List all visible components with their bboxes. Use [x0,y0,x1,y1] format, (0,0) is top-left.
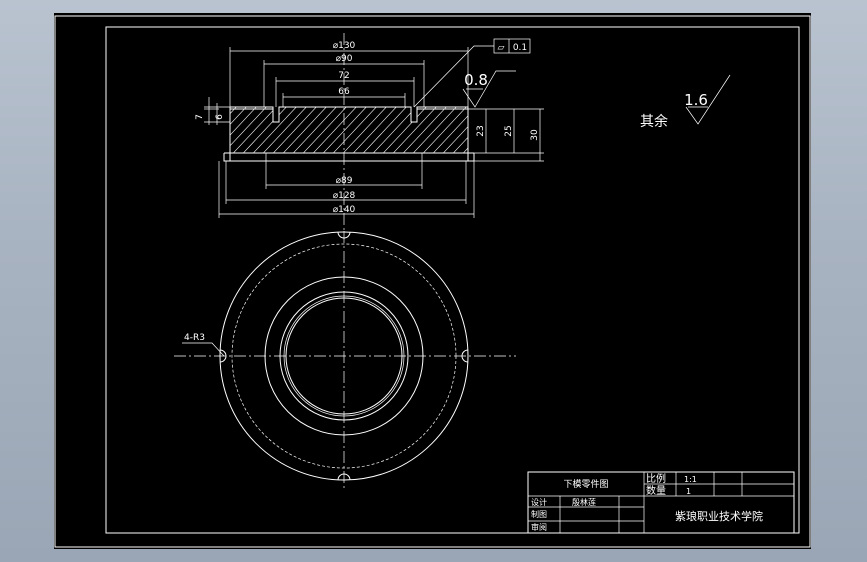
dim-7: 7 [195,114,205,120]
designer-name: 殷林莲 [572,497,596,507]
outer-border [54,15,811,548]
hatch-line [230,107,281,153]
qty-label: 数量 [646,484,666,497]
section-view: ⌀130 ⌀90 72 66 ⌀89 ⌀128 ⌀140 7 6 [195,33,570,233]
hatch-line [230,107,251,153]
hatch-line [323,107,381,153]
hatch-line [283,107,341,153]
hatch-line [433,107,468,153]
hatch-line [393,107,451,153]
roughness-rest-label: 其余 [640,113,668,130]
dim-d90: ⌀90 [336,54,353,64]
hatch-line [313,107,371,153]
hatch-line [230,107,271,153]
school-name: 紫琅职业技术学院 [675,509,763,523]
designer-label: 设计 [531,497,547,507]
hatch-line [230,107,261,153]
hatch-line [273,107,331,153]
hatch-line [253,107,311,153]
scale-value: 1:1 [684,475,697,484]
hatch-line [343,107,401,153]
dim-d130: ⌀130 [333,41,356,51]
flatness-tolerance: ▱ 0.1 [413,38,531,108]
dim-r3: 4-R3 [184,333,205,343]
part-name: 下模零件图 [563,478,608,490]
dim-23: 23 [476,125,486,136]
hatch-line [363,107,421,153]
hatch-line [423,107,468,153]
hatch-line [403,107,461,153]
cad-viewport[interactable]: ⌀130 ⌀90 72 66 ⌀89 ⌀128 ⌀140 7 6 [54,13,811,549]
hatch-line [333,107,391,153]
tolerance-value: 0.1 [513,43,527,53]
dim-d89: ⌀89 [336,176,353,186]
hatch-line [353,107,411,153]
drawing-canvas: ⌀130 ⌀90 72 66 ⌀89 ⌀128 ⌀140 7 6 [54,15,811,548]
hatch-line [293,107,351,153]
drawn-label: 制图 [531,509,547,519]
hatch-line [383,107,441,153]
hatch-line [303,107,361,153]
flatness-icon: ▱ [498,43,505,53]
plan-view: 4-R3 [174,231,516,491]
dim-72: 72 [338,71,349,81]
dim-d128: ⌀128 [333,191,356,201]
review-label: 审阅 [531,522,547,532]
roughness-rest: 其余 1.6 [640,74,731,130]
qty-value: 1 [686,487,691,496]
dim-d140: ⌀140 [333,205,356,215]
roughness-value: 0.8 [464,71,488,89]
roughness-rest-value: 1.6 [684,91,708,109]
dim-30: 30 [530,129,540,141]
hatch-line [230,107,231,153]
inner-border [105,26,800,534]
scale-label: 比例 [646,472,666,485]
roughness-symbol-main: 0.8 [462,70,516,108]
dim-66: 66 [338,87,350,97]
section-hatch [230,103,570,163]
hatch-line [243,107,301,153]
dim-25: 25 [504,125,514,136]
dim-6: 6 [215,114,225,120]
hatch-line [514,103,570,163]
hatch-line [373,107,431,153]
hatch-line [230,107,241,153]
hatch-line [263,107,321,153]
hatch-line [233,107,291,153]
hatch-line [413,107,468,153]
hatch-line [494,103,550,163]
title-block: 下模零件图 比例 1:1 数量 1 设计 殷林莲 制图 审阅 紫琅职业技术学院 [527,471,795,534]
